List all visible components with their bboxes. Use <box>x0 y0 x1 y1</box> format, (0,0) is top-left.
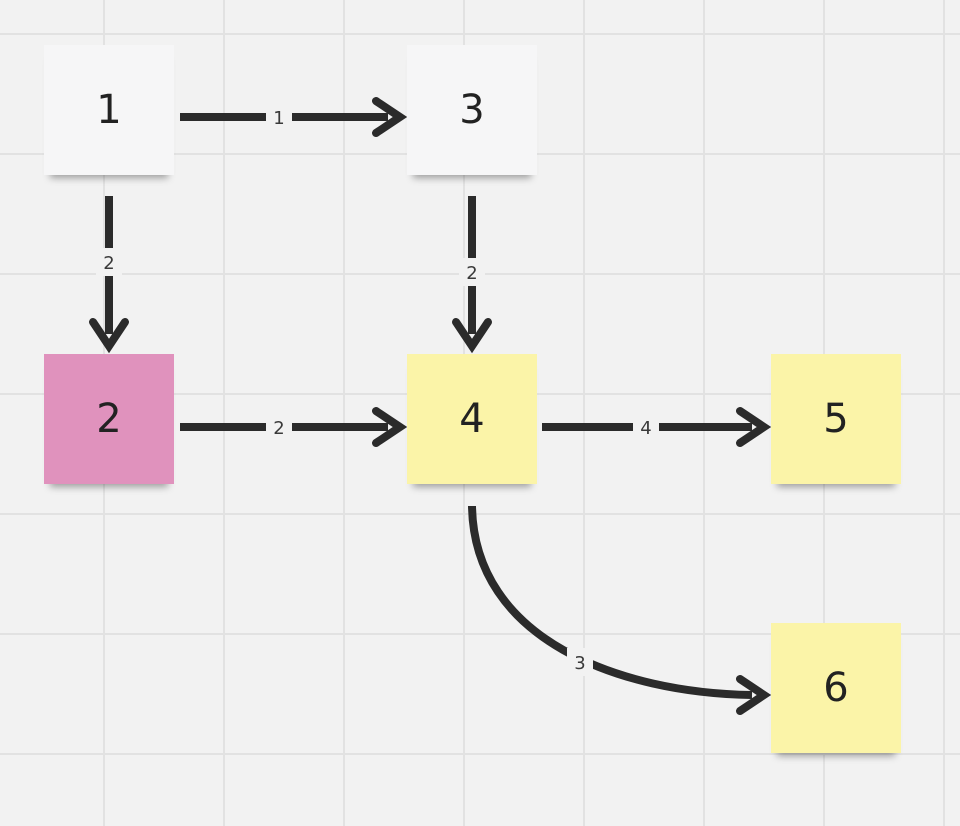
edge-2-to-4[interactable]: 2 <box>180 407 408 447</box>
node-label: 1 <box>96 87 122 133</box>
node-4-sticky[interactable]: 4 <box>407 354 537 484</box>
edge-weight-label: 3 <box>574 653 585 674</box>
edge-weight-label: 2 <box>103 253 114 274</box>
edge-3-to-4[interactable]: 2 <box>452 196 492 354</box>
node-6-sticky[interactable]: 6 <box>771 623 901 753</box>
node-label: 5 <box>823 396 849 442</box>
edge-4-to-6[interactable]: 3 <box>468 505 772 715</box>
node-label: 4 <box>459 396 485 442</box>
edge-weight-label: 2 <box>273 418 284 439</box>
node-3-sticky[interactable]: 3 <box>407 45 537 175</box>
node-1-sticky[interactable]: 1 <box>44 45 174 175</box>
node-label: 6 <box>823 665 849 711</box>
node-label: 3 <box>459 87 485 133</box>
node-2-sticky[interactable]: 2 <box>44 354 174 484</box>
edge-4-to-5[interactable]: 4 <box>542 407 772 447</box>
node-5-sticky[interactable]: 5 <box>771 354 901 484</box>
edge-1-to-2[interactable]: 2 <box>89 196 129 354</box>
edge-weight-label: 4 <box>640 418 651 439</box>
edge-weight-label: 1 <box>273 108 284 129</box>
edge-1-to-3[interactable]: 1 <box>180 97 408 137</box>
edge-weight-label: 2 <box>466 263 477 284</box>
node-label: 2 <box>96 396 122 442</box>
